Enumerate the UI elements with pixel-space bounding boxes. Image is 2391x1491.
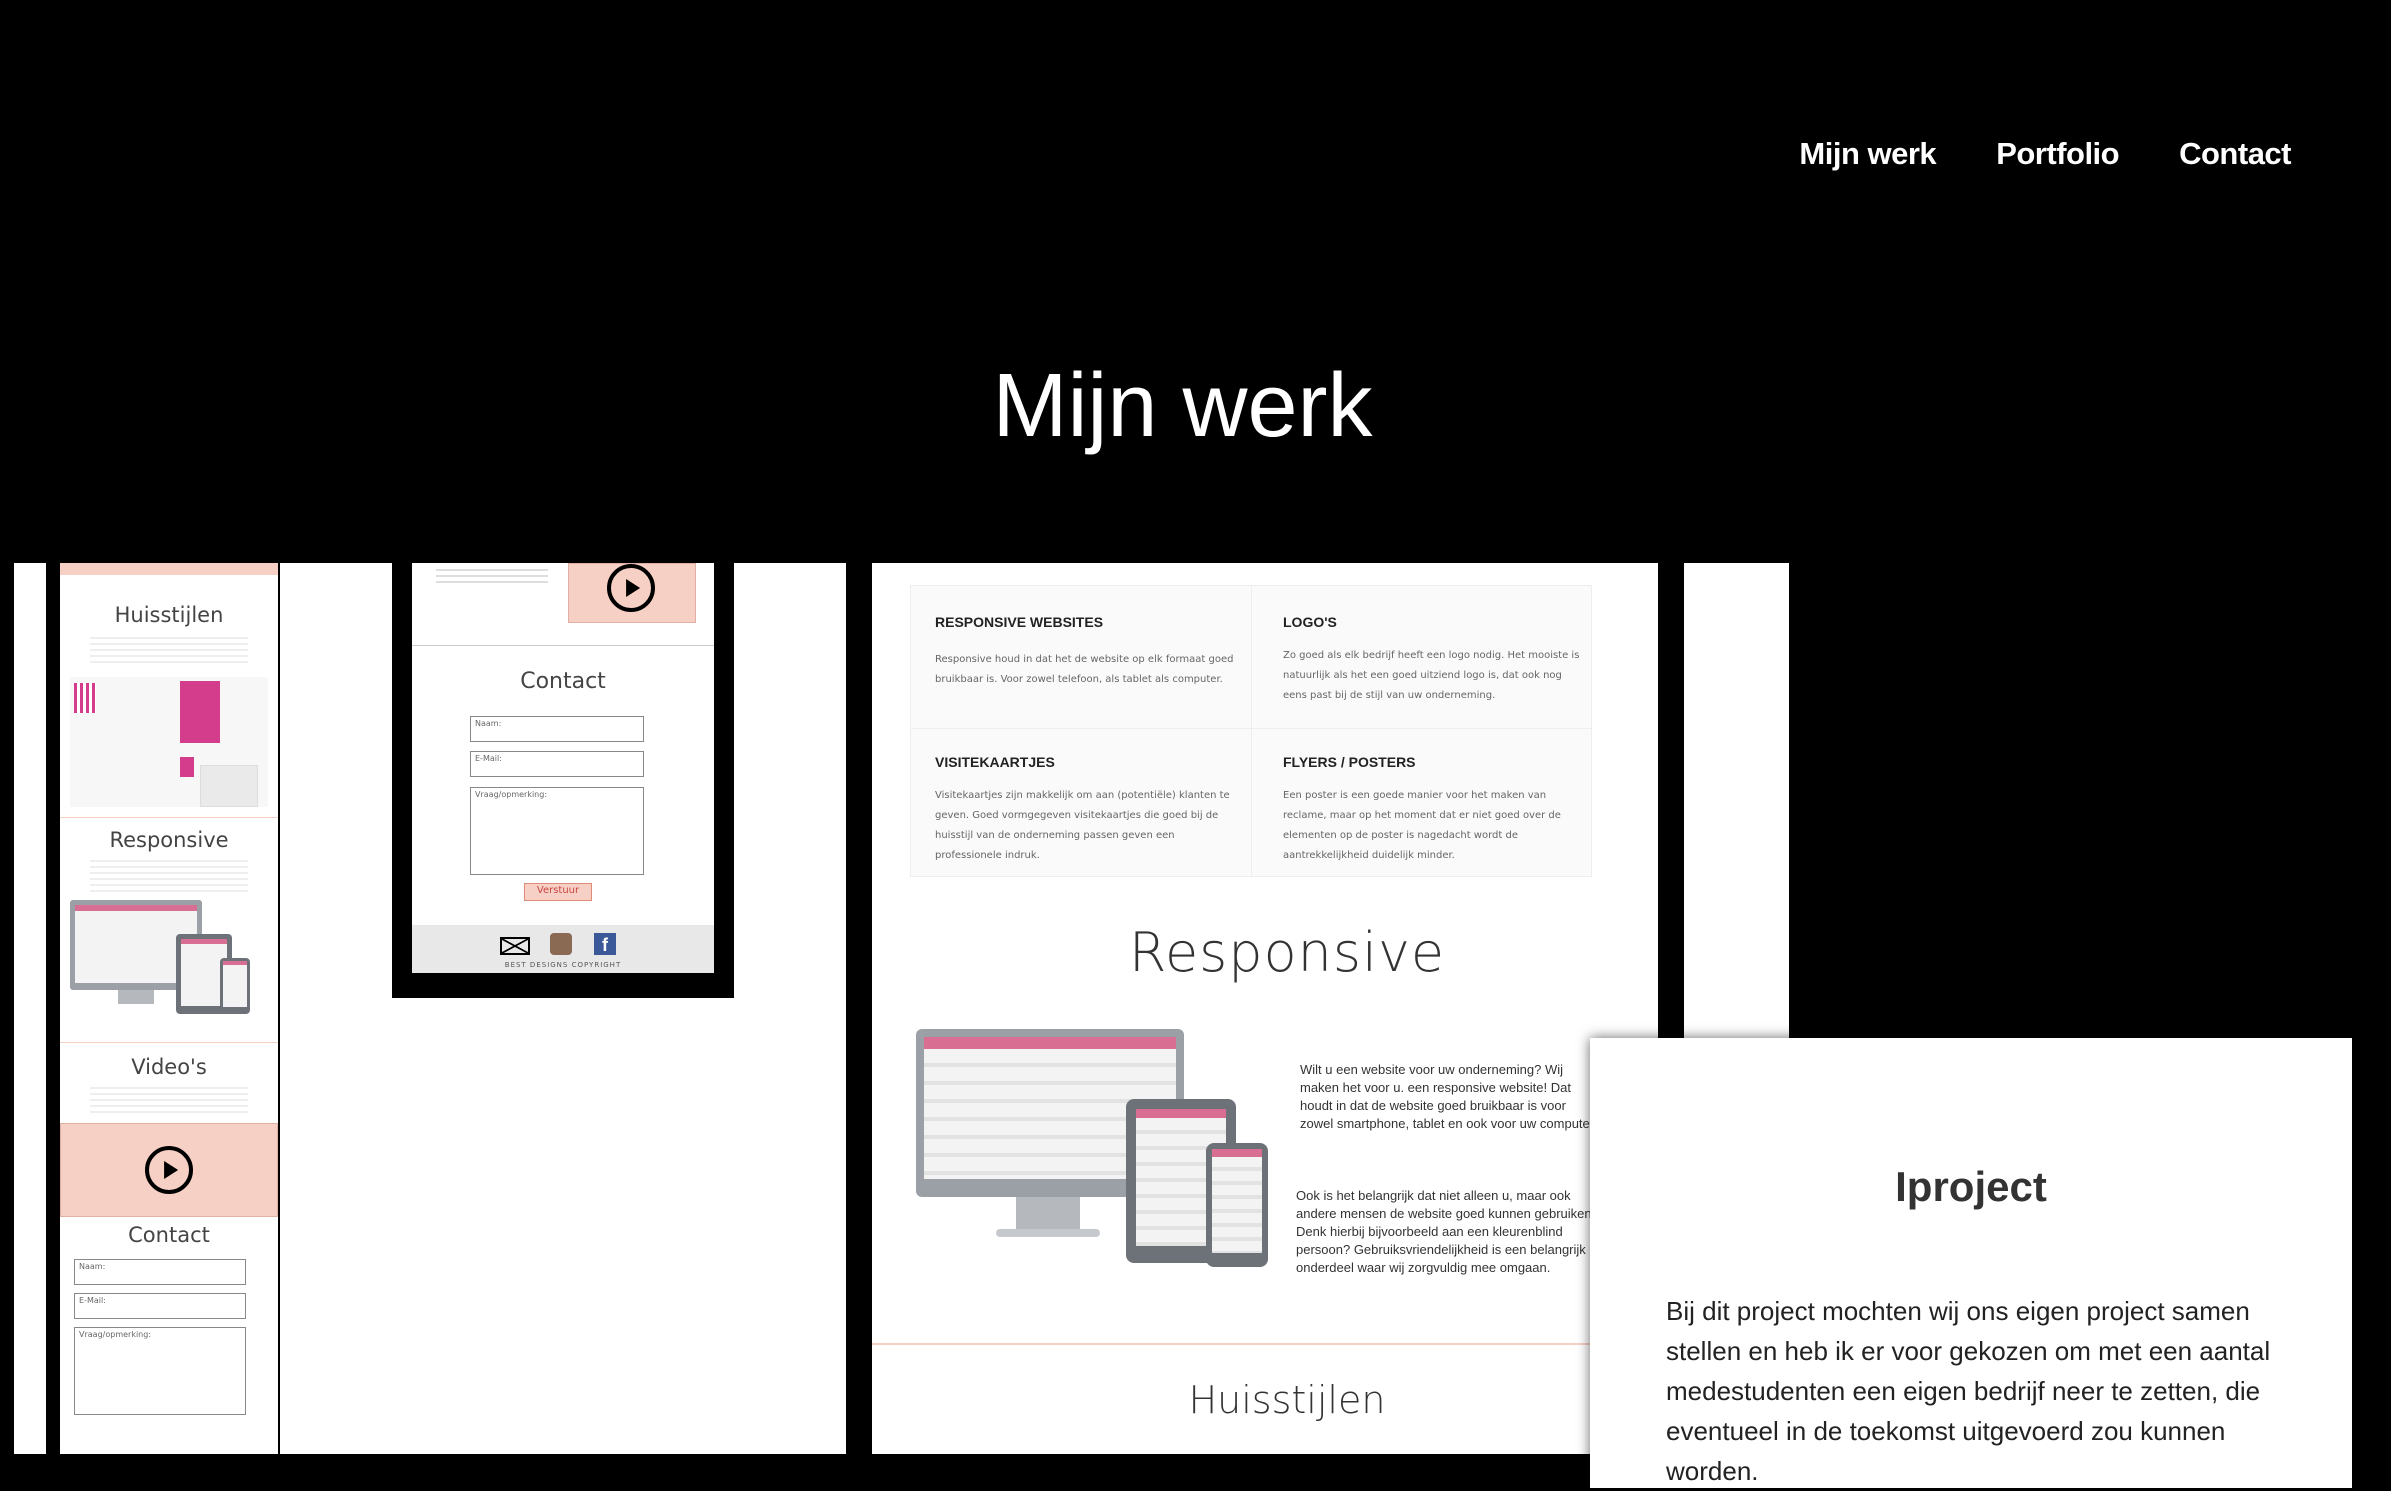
- contact-screen: Contact Naam: E-Mail: Vraag/opmerking: V…: [412, 563, 714, 973]
- naam-field[interactable]: Naam:: [470, 716, 644, 742]
- page-title: Mijn werk: [992, 356, 1373, 456]
- popup-description: Bij dit project mochten wij ons eigen pr…: [1666, 1296, 2271, 1486]
- responsive-heading: Responsive: [1128, 921, 1446, 984]
- copyright-text: BEST DESIGNS COPYRIGHT: [504, 961, 622, 969]
- main-nav: Mijn werk Portfolio Contact: [1799, 136, 2291, 172]
- facebook-icon[interactable]: f: [594, 933, 616, 955]
- play-icon[interactable]: [607, 564, 655, 612]
- instagram-icon[interactable]: [550, 933, 572, 955]
- service-title: FLYERS / POSTERS: [1283, 754, 1416, 770]
- phone-screen: Huisstijlen Responsive Video's: [60, 563, 278, 1454]
- message-field[interactable]: Vraag/opmerking:: [470, 787, 644, 875]
- desktop-screen: RESPONSIVE WEBSITES Responsive houd in d…: [872, 563, 1658, 1454]
- portfolio-thumb-contact[interactable]: Contact Naam: E-Mail: Vraag/opmerking: V…: [280, 563, 846, 1454]
- service-title: VISITEKAARTJES: [935, 754, 1055, 770]
- play-icon[interactable]: [145, 1146, 193, 1194]
- message-field[interactable]: Vraag/opmerking:: [74, 1327, 246, 1415]
- nav-contact[interactable]: Contact: [2179, 136, 2291, 171]
- huisstijlen-collage: [70, 677, 268, 807]
- section-responsive-title: Responsive: [109, 828, 229, 852]
- naam-field[interactable]: Naam:: [74, 1259, 246, 1285]
- service-text: Zo goed als elk bedrijf heeft een logo n…: [1283, 650, 1580, 701]
- service-title: RESPONSIVE WEBSITES: [935, 614, 1104, 630]
- video-placeholder[interactable]: [60, 1123, 278, 1217]
- huisstijlen-heading: Huisstijlen: [1188, 1378, 1386, 1422]
- devices-illustration: [916, 1029, 1276, 1269]
- footer-bar: f BEST DESIGNS COPYRIGHT: [412, 925, 714, 973]
- responsive-text-1: Wilt u een website voor uw onderneming? …: [1300, 1062, 1597, 1131]
- section-videos-title: Video's: [131, 1055, 207, 1079]
- nav-portfolio[interactable]: Portfolio: [1996, 136, 2120, 171]
- video-placeholder-2[interactable]: [568, 563, 696, 623]
- service-text: Visitekaartjes zijn makkelijk om aan (po…: [935, 790, 1230, 861]
- service-text: Een poster is een goede manier voor het …: [1283, 790, 1561, 861]
- popup-title: Iproject: [1895, 1163, 2047, 1210]
- nav-mijn-werk[interactable]: Mijn werk: [1799, 136, 1937, 171]
- huisstijlen-text: [90, 637, 248, 667]
- top-strip: [60, 563, 278, 575]
- verstuur-button[interactable]: Verstuur: [524, 883, 592, 901]
- contact-title: Contact: [520, 669, 606, 694]
- devices-illustration-small: [70, 900, 268, 1030]
- project-popup: Iproject Bij dit project mochten wij ons…: [1590, 1038, 2352, 1488]
- responsive-text-2: Ook is het belangrijk dat niet alleen u,…: [1296, 1188, 1596, 1275]
- services-grid: RESPONSIVE WEBSITES Responsive houd in d…: [910, 585, 1592, 877]
- service-text: Responsive houd in dat het de website op…: [935, 654, 1234, 685]
- email-field[interactable]: E-Mail:: [470, 751, 644, 777]
- section-contact-title: Contact: [128, 1223, 210, 1247]
- email-field[interactable]: E-Mail:: [74, 1293, 246, 1319]
- service-title: LOGO'S: [1283, 614, 1337, 630]
- section-huisstijlen-title: Huisstijlen: [114, 603, 224, 627]
- mail-icon[interactable]: [500, 937, 530, 955]
